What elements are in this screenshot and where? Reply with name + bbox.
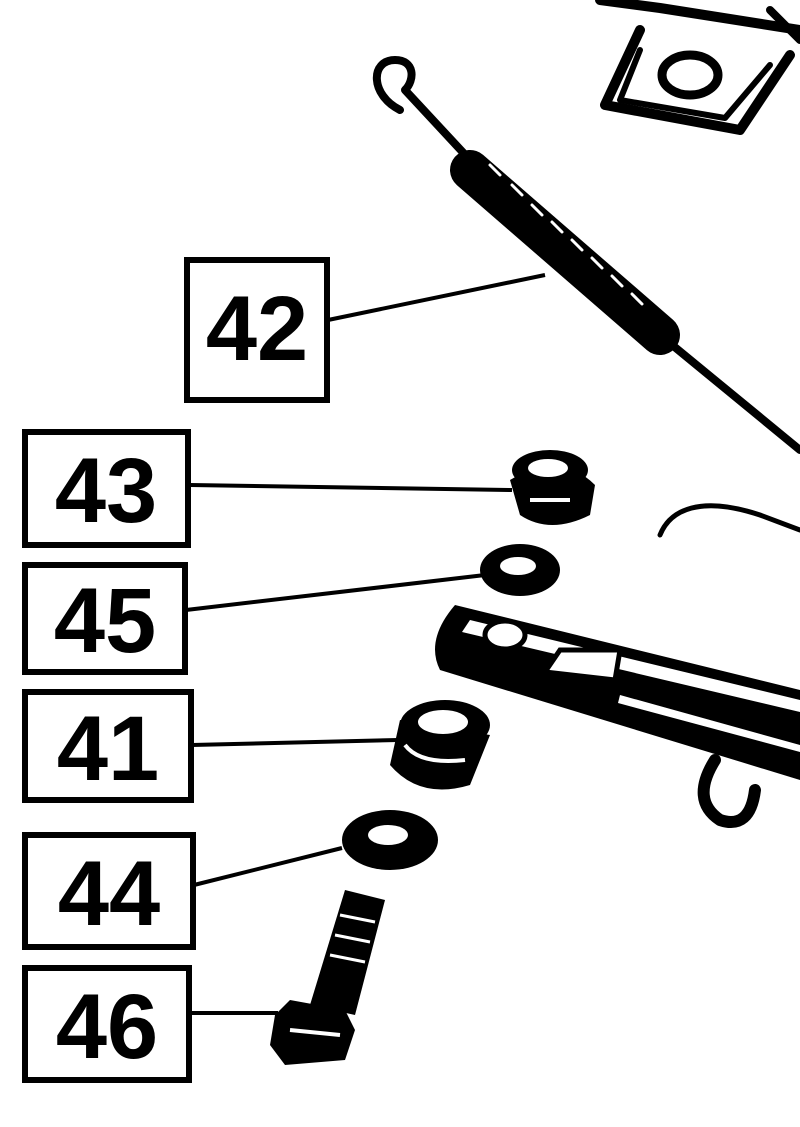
leader-42 bbox=[327, 273, 546, 322]
washer-2-part bbox=[342, 810, 438, 870]
leader-43 bbox=[189, 483, 513, 492]
wire-part bbox=[657, 503, 800, 538]
callout-43-label: 43 bbox=[55, 440, 157, 542]
callout-46: 46 bbox=[22, 965, 192, 1083]
leader-41 bbox=[191, 738, 399, 747]
callout-42-label: 42 bbox=[206, 278, 308, 380]
callout-41: 41 bbox=[22, 689, 194, 803]
callout-45-label: 45 bbox=[54, 570, 156, 672]
spring-part bbox=[372, 56, 800, 454]
lever-arm-part bbox=[435, 605, 800, 828]
bracket-part bbox=[595, 0, 800, 135]
leader-lines bbox=[185, 273, 546, 1015]
callout-45: 45 bbox=[22, 562, 188, 675]
leader-44 bbox=[193, 846, 343, 887]
callout-41-label: 41 bbox=[57, 698, 159, 800]
callout-44-label: 44 bbox=[58, 843, 160, 945]
washer-part bbox=[480, 544, 560, 596]
callout-42: 42 bbox=[184, 257, 330, 403]
nut-part bbox=[510, 450, 595, 525]
callout-46-label: 46 bbox=[56, 976, 158, 1078]
leader-45 bbox=[185, 573, 486, 612]
callout-43: 43 bbox=[22, 429, 191, 548]
callout-44: 44 bbox=[22, 832, 196, 950]
bolt-part bbox=[270, 890, 385, 1065]
bushing-part bbox=[390, 700, 490, 790]
